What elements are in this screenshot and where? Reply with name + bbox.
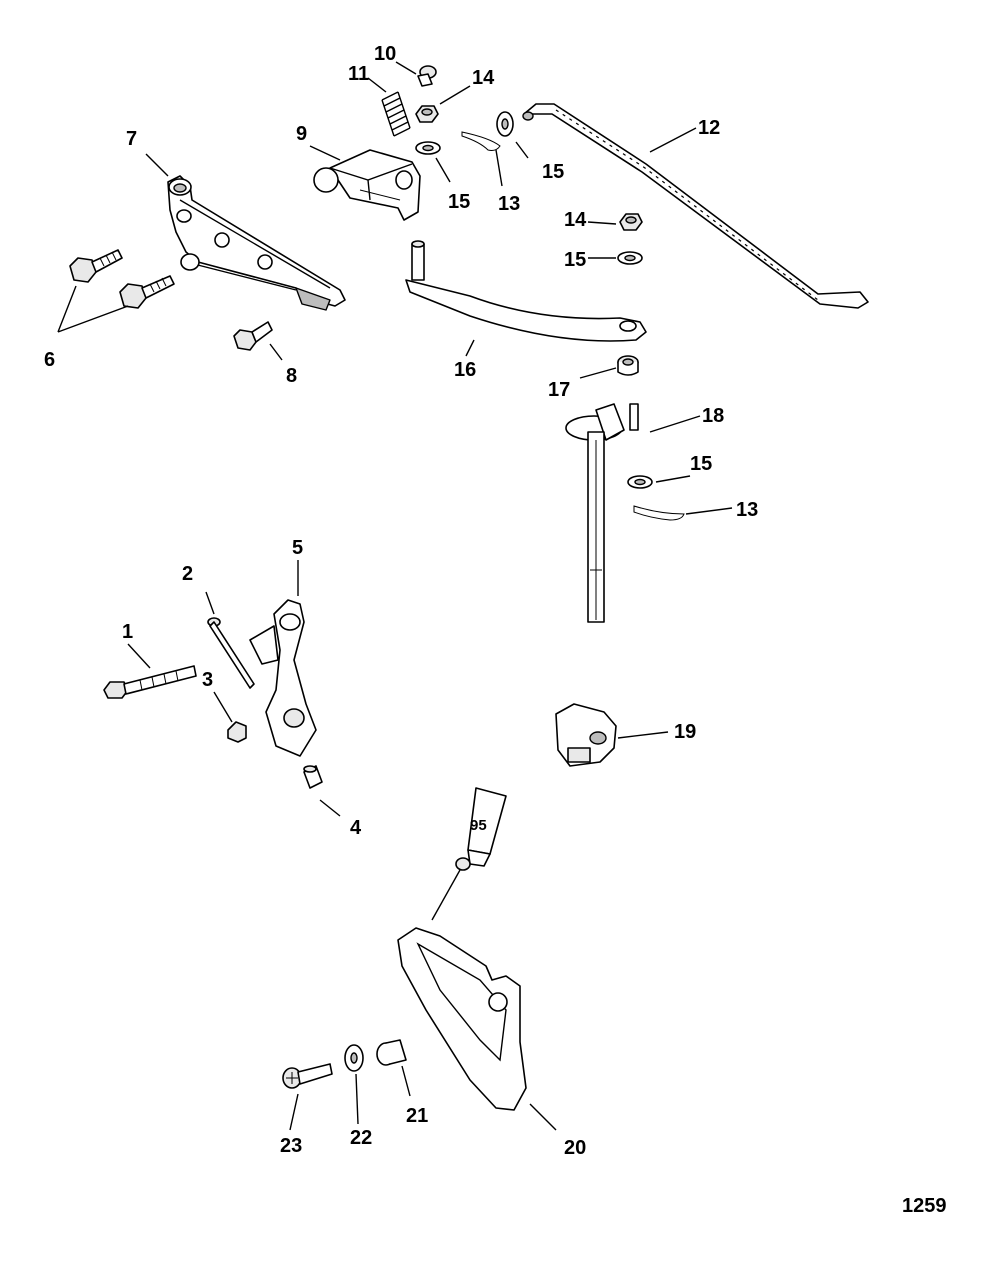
callout-10: 10 bbox=[374, 43, 396, 65]
callout-1: 1 bbox=[122, 621, 133, 643]
part-23-screw bbox=[282, 1063, 333, 1089]
part-4-bushing bbox=[303, 765, 323, 789]
part-14-nut-top bbox=[415, 105, 439, 123]
part-15-washer-d bbox=[627, 475, 653, 489]
part-3-nut bbox=[227, 721, 247, 743]
part-10-screw bbox=[417, 65, 437, 87]
callout-labels: 7 6 8 9 10 11 14 15 13 15 12 14 15 16 17… bbox=[44, 43, 947, 1217]
callout-21: 21 bbox=[406, 1105, 428, 1127]
tube-label: 95 bbox=[470, 817, 487, 834]
part-16-lever bbox=[405, 240, 647, 342]
callout-6: 6 bbox=[44, 349, 55, 371]
callout-16: 16 bbox=[454, 359, 476, 381]
callout-4: 4 bbox=[350, 817, 362, 839]
part-13-cotter-pin-low bbox=[633, 505, 685, 521]
part-14-nut-mid bbox=[619, 213, 643, 231]
callout-2: 2 bbox=[182, 563, 193, 585]
callout-15-c: 15 bbox=[564, 249, 586, 271]
part-15-washer-a bbox=[415, 141, 441, 155]
part-17-bushing bbox=[617, 355, 639, 376]
part-8-bolt bbox=[233, 321, 273, 351]
callout-7: 7 bbox=[126, 128, 137, 150]
part-9-block bbox=[313, 149, 421, 221]
part-13-cotter-pin-top bbox=[461, 131, 501, 151]
part-5-arm bbox=[249, 599, 317, 757]
part-12-rod bbox=[522, 103, 869, 309]
part-15-washer-c bbox=[617, 251, 643, 265]
part-11-spring bbox=[381, 91, 411, 137]
callout-22: 22 bbox=[350, 1127, 372, 1149]
callout-15-a: 15 bbox=[448, 191, 470, 213]
callout-8: 8 bbox=[286, 365, 297, 387]
callout-23: 23 bbox=[280, 1135, 302, 1157]
part-15-washer-b bbox=[496, 111, 514, 137]
figure-number: 1259 bbox=[902, 1195, 947, 1217]
part-21-spacer bbox=[376, 1039, 407, 1066]
part-6-bolts bbox=[69, 249, 175, 309]
part-7-bracket bbox=[167, 175, 346, 311]
callout-14-mid: 14 bbox=[564, 209, 587, 231]
part-18-shaft bbox=[565, 403, 639, 623]
callout-18: 18 bbox=[702, 405, 724, 427]
callout-19: 19 bbox=[674, 721, 696, 743]
part-20-cover bbox=[397, 927, 527, 1111]
callout-11: 11 bbox=[348, 63, 369, 85]
part-19-cam bbox=[555, 703, 617, 767]
callout-15-b: 15 bbox=[542, 161, 564, 183]
callout-5: 5 bbox=[292, 537, 303, 559]
callout-3: 3 bbox=[202, 669, 213, 691]
callout-13-low: 13 bbox=[736, 499, 758, 521]
tube-95 bbox=[455, 787, 507, 871]
leader-lines bbox=[57, 61, 733, 1131]
callout-9: 9 bbox=[296, 123, 307, 145]
callout-17: 17 bbox=[548, 379, 570, 401]
part-2-screw bbox=[207, 617, 255, 689]
callout-14-top: 14 bbox=[472, 67, 495, 89]
callout-15-d: 15 bbox=[690, 453, 712, 475]
callout-20: 20 bbox=[564, 1137, 586, 1159]
part-1-bolt bbox=[103, 665, 197, 699]
part-22-washer bbox=[344, 1044, 364, 1072]
callout-12: 12 bbox=[698, 117, 720, 139]
callout-13-top: 13 bbox=[498, 193, 520, 215]
